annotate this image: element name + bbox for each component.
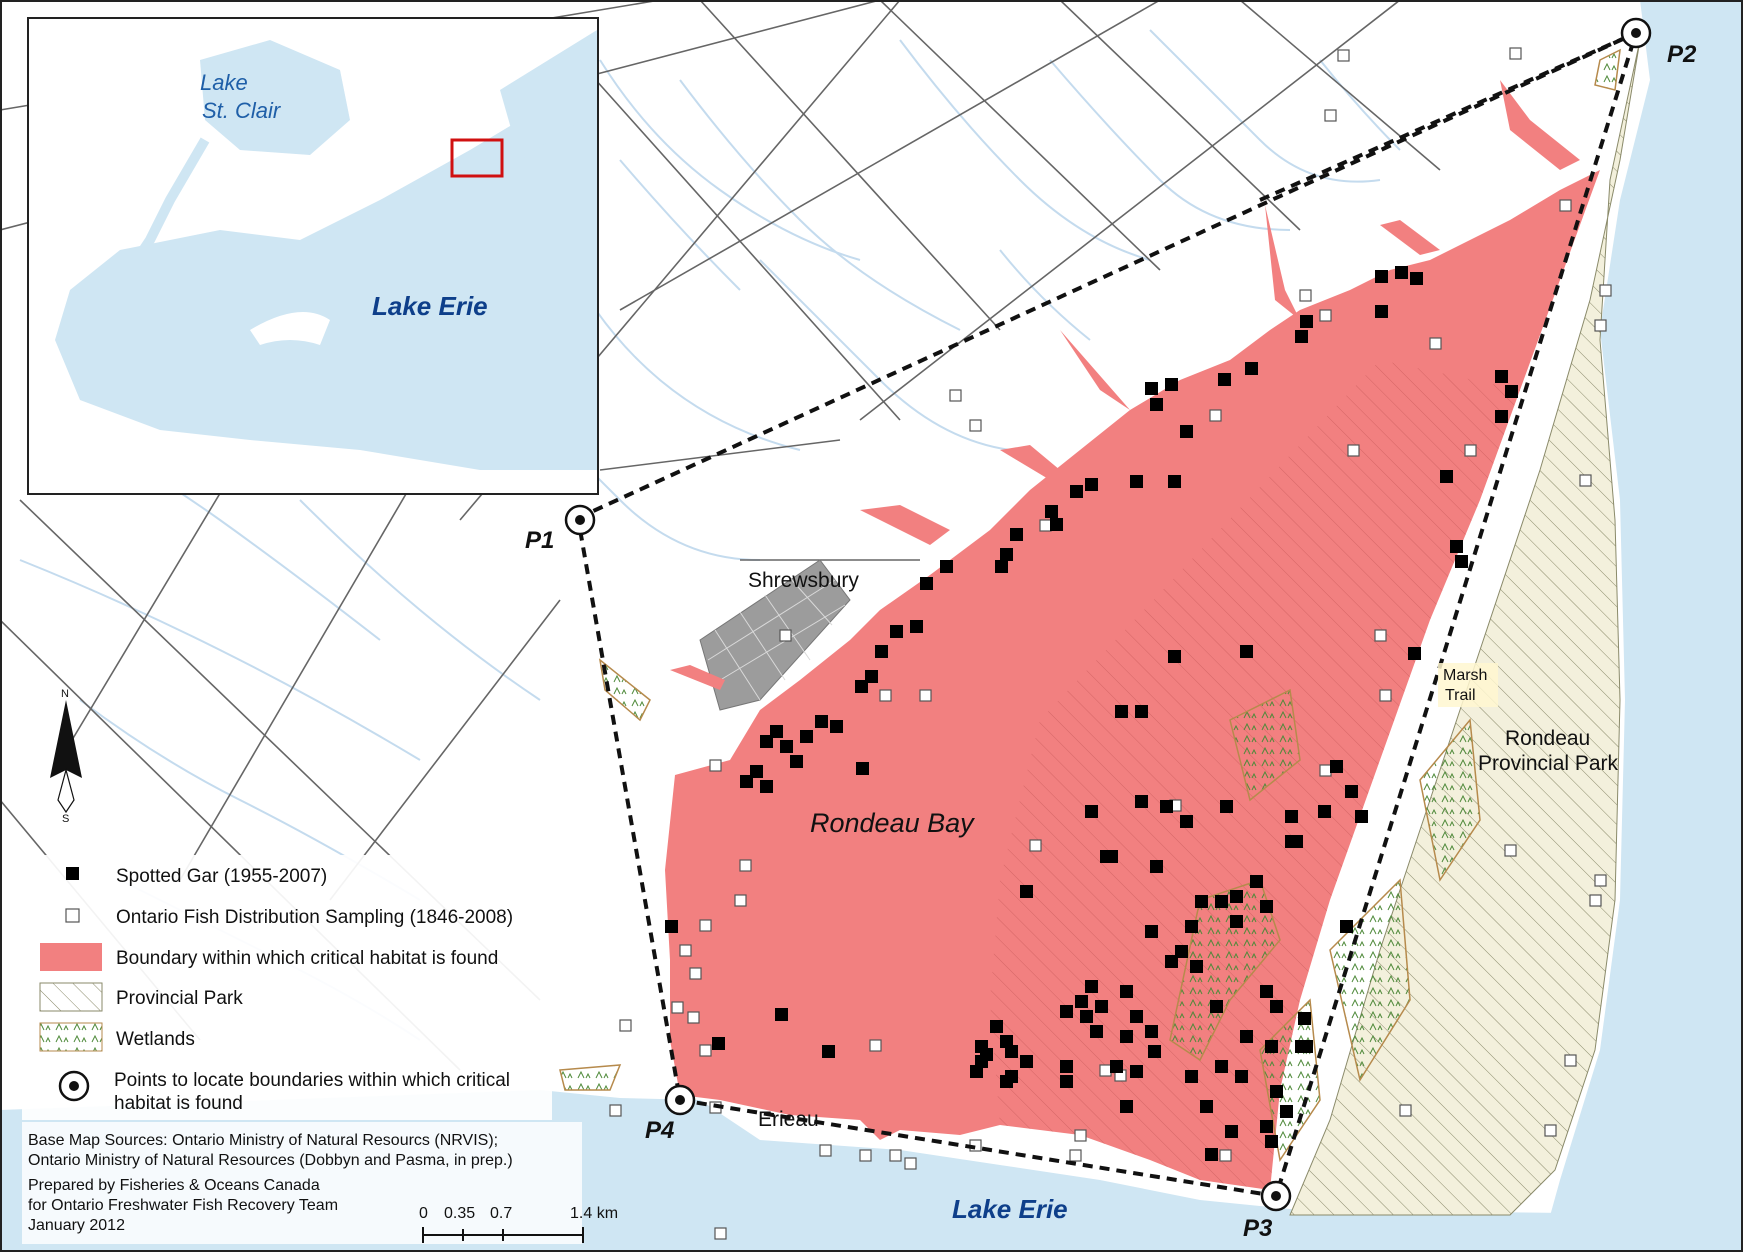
legend-swatch-gar [66, 867, 79, 880]
legend-points-2: habitat is found [114, 1093, 243, 1114]
inset-lake-st-clair [200, 40, 350, 155]
credits: Base Map Sources: Ontario Ministry of Na… [22, 1122, 582, 1244]
habitat-inlets [670, 80, 1580, 690]
legend-gar: Spotted Gar (1955-2007) [116, 866, 327, 887]
inset-label-lake-erie: Lake Erie [372, 291, 488, 321]
label-erieau: Erieau [758, 1108, 819, 1131]
scale-bar: 0 0.35 0.7 1.4 km [419, 1205, 618, 1243]
scale-tick-3: 1.4 km [570, 1205, 618, 1222]
label-shrewsbury: Shrewsbury [748, 569, 859, 592]
scale-tick-1: 0.35 [444, 1205, 475, 1222]
legend-swatch-boundary [40, 943, 102, 971]
label-rondeau-bay: Rondeau Bay [810, 808, 975, 838]
lake-erie-east-water [1540, 0, 1743, 1252]
inset-east-water [500, 30, 597, 160]
marsh-trail-label-bg [1438, 663, 1498, 707]
north-arrow-n: N [61, 688, 69, 700]
point-p4 [664, 1084, 696, 1116]
label-rondeau-park-1: Rondeau [1505, 727, 1590, 750]
credit-line-3: Prepared by Fisheries & Oceans Canada [28, 1177, 320, 1194]
provincial-park-hatch [1289, 39, 1641, 1216]
credit-line-1: Base Map Sources: Ontario Ministry of Na… [28, 1132, 498, 1149]
legend: Spotted Gar (1955-2007) Ontario Fish Dis… [22, 855, 552, 1120]
north-arrow-s: S [62, 813, 69, 825]
spotted-gar-records [665, 266, 1518, 1161]
legend-sampling: Ontario Fish Distribution Sampling (1846… [116, 907, 513, 928]
inset-label-lake-st-clair-1: Lake [200, 70, 248, 95]
point-p1 [564, 504, 596, 536]
inset-river [125, 137, 210, 273]
label-p1: P1 [525, 527, 554, 554]
label-p3: P3 [1243, 1215, 1273, 1242]
label-marsh-trail-2: Trail [1445, 687, 1476, 704]
legend-park: Provincial Park [116, 988, 243, 1009]
legend-points-1: Points to locate boundaries within which… [114, 1070, 510, 1091]
point-p3 [1260, 1180, 1292, 1212]
legend-boundary: Boundary within which critical habitat i… [116, 948, 498, 969]
point-p2 [1620, 17, 1652, 49]
label-p4: P4 [645, 1117, 674, 1144]
inset-peninsula [250, 312, 330, 345]
scale-tick-2: 0.7 [490, 1205, 512, 1222]
credit-line-2: Ontario Ministry of Natural Resources (D… [28, 1152, 513, 1169]
credit-line-4: for Ontario Freshwater Fish Recovery Tea… [28, 1197, 338, 1214]
scale-tick-0: 0 [419, 1205, 428, 1222]
legend-swatch-sampling [65, 908, 80, 923]
sampling-sites [609, 47, 1612, 1240]
inset-label-lake-st-clair-2: St. Clair [202, 98, 282, 123]
boundary-inner-line [1259, 31, 1637, 202]
north-arrow: N S [50, 688, 82, 825]
legend-swatch-wetlands [39, 1022, 103, 1052]
legend-wetlands: Wetlands [116, 1029, 195, 1050]
point-markers [564, 17, 1652, 1212]
shrewsbury-grid [699, 559, 851, 711]
inset-map: Lake St. Clair Lake Erie [27, 17, 599, 495]
label-marsh-trail-1: Marsh [1443, 667, 1487, 684]
inset-study-area-box [450, 138, 504, 178]
legend-swatch-park [39, 982, 103, 1012]
credit-line-5: January 2012 [28, 1217, 125, 1234]
label-lake-erie-main: Lake Erie [952, 1194, 1068, 1224]
label-p2: P2 [1667, 41, 1697, 68]
label-rondeau-park-2: Provincial Park [1478, 752, 1619, 775]
